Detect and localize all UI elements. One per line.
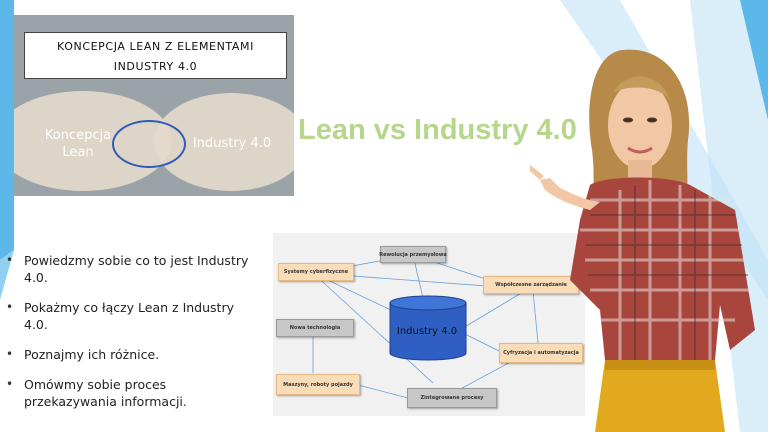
bullet-dot-icon: •	[6, 347, 14, 361]
database-cylinder-icon	[389, 295, 467, 361]
venn-title-line2: INDUSTRY 4.0	[113, 60, 198, 73]
node-wspolczesne: Współczesne zarządzanie	[483, 276, 579, 294]
bullet-line: 4.0.	[24, 317, 48, 332]
venn-overlap-ring	[112, 120, 186, 168]
bullet-item: • Omówmy sobie proces przekazywania inform…	[6, 376, 268, 410]
presenter-image	[530, 49, 755, 432]
bullet-line: Pokażmy co łączy Lean z Industry	[24, 300, 234, 315]
node-systemy: Systemy cyberfizyczne	[278, 263, 354, 281]
bullet-dot-icon: •	[6, 377, 14, 391]
bullet-item: • Poznajmy ich różnice.	[6, 346, 268, 363]
node-nowa: Nowa technologia	[276, 319, 354, 337]
bullet-dot-icon: •	[6, 253, 14, 267]
node-maszyny: Maszyny, roboty pojazdy	[276, 374, 360, 395]
venn-label-lean: Koncepcja Lean	[36, 127, 120, 161]
industry-diagram-image: Industry 4.0 Rewolucja przemysłowa Syste…	[273, 233, 585, 416]
venn-diagram-image: KONCEPCJA LEAN Z ELEMENTAMI INDUSTRY 4.0…	[14, 15, 294, 196]
slide-title: Lean vs Industry 4.0	[298, 114, 577, 146]
venn-title-box: KONCEPCJA LEAN Z ELEMENTAMI INDUSTRY 4.0	[24, 32, 287, 79]
bullet-item: • Powiedzmy sobie co to jest Industry 4.0.	[6, 252, 268, 286]
node-rewolucja: Rewolucja przemysłowa	[379, 246, 447, 263]
venn-label-lean-line1: Koncepcja	[44, 128, 112, 143]
venn-title-line1: KONCEPCJA LEAN Z ELEMENTAMI	[57, 40, 254, 53]
diagram-center-label: Industry 4.0	[396, 326, 458, 337]
venn-label-industry: Industry 4.0	[192, 136, 272, 151]
bullet-line: Omówmy sobie proces	[24, 377, 167, 392]
node-cyfryzacja: Cyfryzacja i automatyzacja	[499, 343, 583, 363]
bullet-line: Powiedzmy sobie co to jest Industry	[24, 253, 249, 268]
bullet-line: przekazywania informacji.	[24, 394, 187, 409]
bullet-item: • Pokażmy co łączy Lean z Industry 4.0.	[6, 299, 268, 333]
venn-label-lean-line2: Lean	[62, 145, 94, 160]
node-zintegrowane: Zintegrowane procesy	[407, 388, 497, 408]
bullet-line: 4.0.	[24, 270, 48, 285]
bullet-dot-icon: •	[6, 300, 14, 314]
bullet-list: • Powiedzmy sobie co to jest Industry 4.0.…	[6, 252, 268, 423]
bullet-line: Poznajmy ich różnice.	[24, 347, 160, 362]
